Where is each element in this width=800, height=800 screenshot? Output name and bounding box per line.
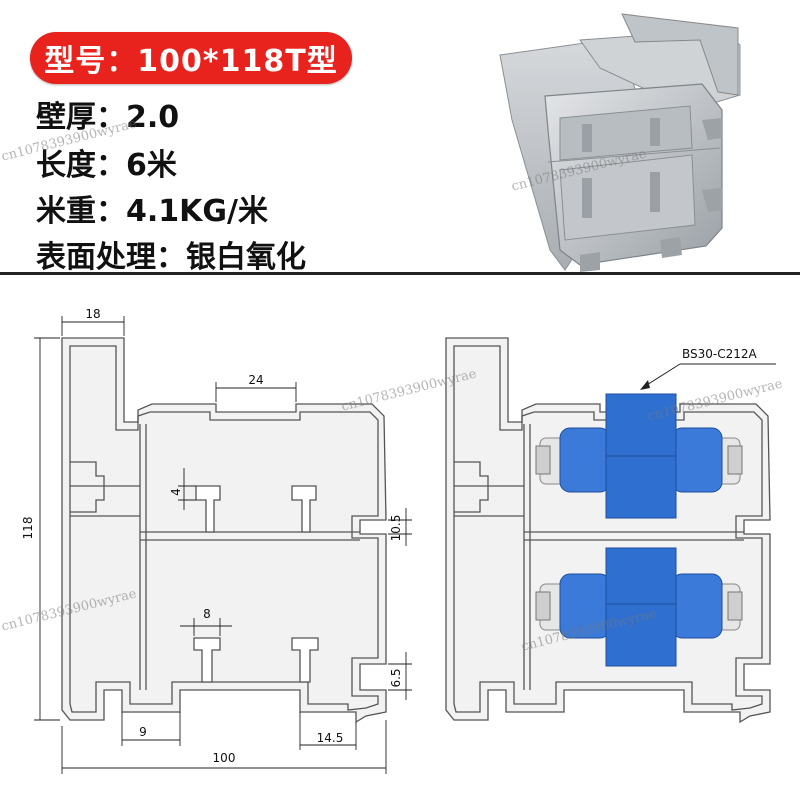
dim-9: 9 (139, 725, 147, 739)
header-divider (0, 272, 800, 275)
spec-length: 长度：6米 (36, 148, 177, 183)
cross-section-dimensioned (61, 337, 387, 724)
slider-lower (535, 547, 743, 667)
dimension-lines (34, 316, 412, 774)
dim-118: 118 (21, 517, 35, 540)
dim-6-5: 6.5 (389, 668, 403, 687)
spec-weight: 米重：4.1KG/米 (36, 194, 268, 229)
dim-14-5: 14.5 (317, 731, 344, 745)
callout-label: BS30-C212A (682, 347, 758, 361)
spec-surface-treatment: 表面处理：银白氧化 (36, 240, 306, 275)
dim-24: 24 (248, 373, 263, 387)
dim-8: 8 (203, 607, 211, 621)
spec-wall-thickness: 壁厚：2.0 (36, 100, 180, 135)
dim-4: 4 (169, 488, 183, 496)
dim-10-5: 10.5 (389, 515, 403, 542)
dim-18: 18 (85, 307, 100, 321)
slider-upper (535, 393, 743, 519)
dim-100: 100 (213, 751, 236, 765)
model-badge: 型号：100*118T型 (30, 32, 352, 84)
